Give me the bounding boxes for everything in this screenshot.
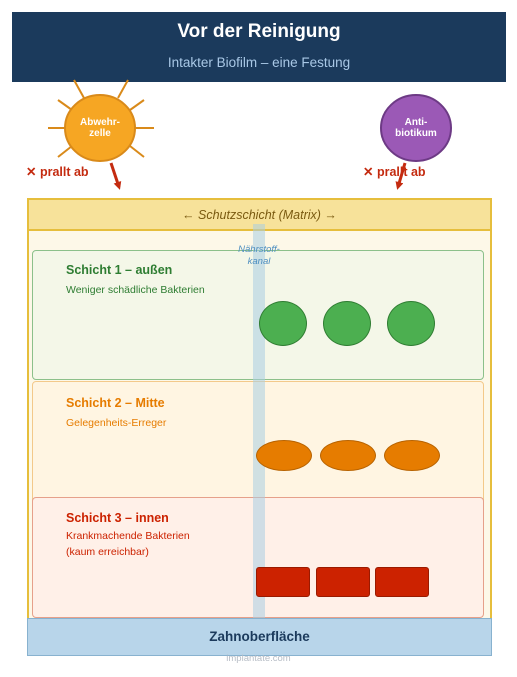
sun-rays-icon	[48, 79, 154, 158]
antibiotic-label: Anti-biotikum	[395, 117, 437, 139]
header-banner: Vor der Reinigung Intakter Biofilm – ein…	[12, 12, 506, 82]
antibiotic-icon	[380, 94, 452, 162]
immune-cell-icon	[64, 94, 136, 162]
bacterium-rod	[375, 567, 429, 597]
layer-3-desc: Krankmachende Bakterien(kaum erreichbar)	[66, 530, 190, 558]
layer-2-desc: Gelegenheits-Erreger	[66, 417, 167, 429]
bounce-text-right: ✕ prallt ab	[363, 165, 426, 179]
bacterium-round	[323, 301, 371, 346]
bacterium-oval	[320, 440, 376, 471]
immune-cell-label: Abwehr-zelle	[80, 117, 120, 139]
nutrient-channel-label: Nährstoff-kanal	[238, 244, 280, 267]
bacterium-oval	[384, 440, 440, 471]
page-title: Vor der Reinigung	[177, 21, 341, 42]
bacterium-rod	[256, 567, 310, 597]
layer-3-title: Schicht 3 – innen	[66, 511, 169, 525]
antibiotic-arrow	[395, 162, 407, 190]
nutrient-channel	[253, 224, 265, 618]
bacterium-oval	[256, 440, 312, 471]
bounce-text-left: ✕ prallt ab	[26, 165, 89, 179]
immune-arrow	[109, 162, 122, 190]
bacterium-round	[387, 301, 435, 346]
bacterium-rod	[316, 567, 370, 597]
layer-2-title: Schicht 2 – Mitte	[66, 396, 165, 410]
page-subtitle: Intakter Biofilm – eine Festung	[167, 55, 351, 70]
watermark: implantate.com	[226, 653, 291, 664]
layer-1-title: Schicht 1 – außen	[66, 263, 173, 277]
layer-1-desc: Weniger schädliche Bakterien	[66, 284, 205, 296]
bacterium-round	[259, 301, 307, 346]
tooth-surface: Zahnoberfläche	[27, 618, 492, 656]
